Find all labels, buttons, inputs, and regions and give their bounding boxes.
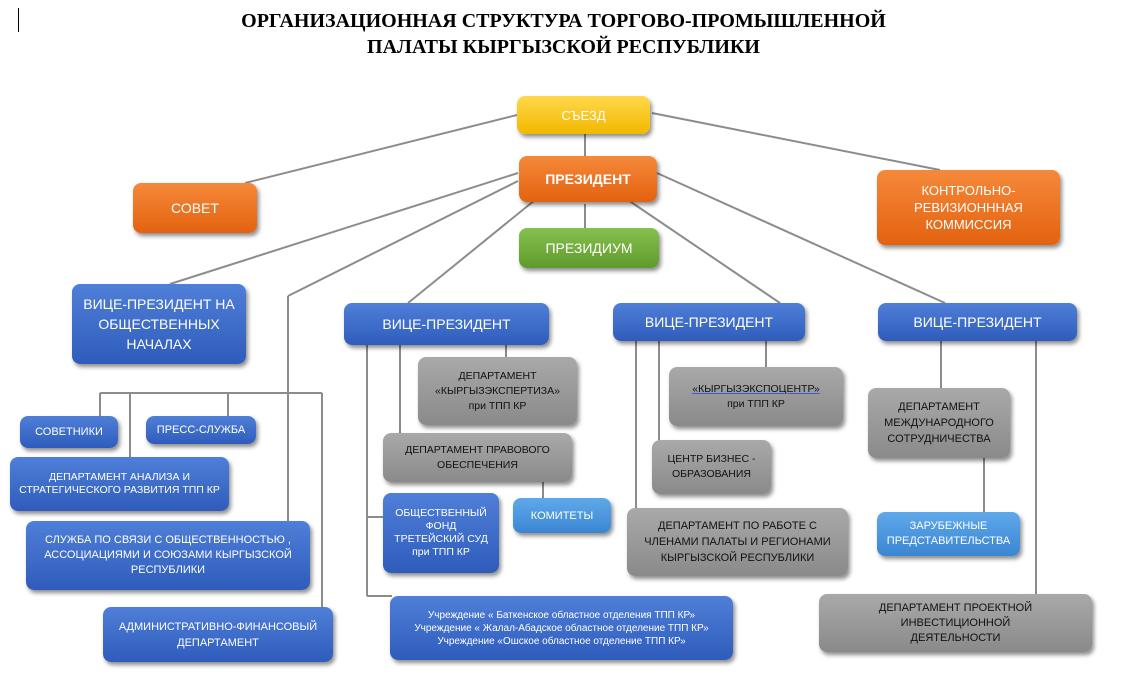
intl-cooperation-dept-line-1: ДЕПАРТАМЕНТ bbox=[898, 401, 980, 413]
foreign-reps-line-1: ЗАРУБЕЖНЫЕ bbox=[909, 520, 988, 532]
arbitration-court-line-3: ТРЕТЕЙСКИЙ СУД bbox=[394, 533, 488, 545]
audit-commission-line-2: РЕВИЗИОНННАЯ bbox=[914, 200, 1023, 215]
arbitration-court-box: ОБЩЕСТВЕННЫЙ ФОНД ТРЕТЕЙСКИЙ СУД при ТПП… bbox=[383, 493, 499, 573]
kyrgyzexpertiza-line-2: «КЫРГЫЗЭКСПЕРТИЗА» bbox=[435, 384, 560, 397]
text-cursor bbox=[18, 8, 19, 32]
pr-service-line-2: АССОЦИАЦИЯМИ И СОЮЗАМИ КЫРГЫЗСКОЙ bbox=[44, 549, 292, 561]
legal-dept-box: ДЕПАРТАМЕНТ ПРАВОВОГО ОБЕСПЕЧЕНИЯ bbox=[383, 433, 572, 482]
vp-1-box: ВИЦЕ-ПРЕЗИДЕНТ bbox=[344, 303, 549, 345]
pr-service-box: СЛУЖБА ПО СВЯЗИ С ОБЩЕСТВЕННОСТЬЮ , АССО… bbox=[26, 521, 310, 590]
audit-commission-line-3: КОММИССИЯ bbox=[925, 217, 1012, 232]
kyrgyzexpocenter-line-2: при ТПП КР bbox=[727, 397, 785, 410]
intl-cooperation-dept-line-2: МЕЖДУНАРОДНОГО bbox=[884, 417, 994, 429]
kyrgyzexpertiza-line-3: при ТПП КР bbox=[468, 399, 527, 412]
press-service-label: ПРЕСС-СЛУЖБА bbox=[156, 424, 246, 436]
title-line-2: ПАЛАТЫ КЫРГЫЗСКОЙ РЕСПУБЛИКИ bbox=[367, 36, 760, 58]
vp-volunteer-line-1: ВИЦЕ-ПРЕЗИДЕНТ НА bbox=[83, 296, 235, 312]
vp-1-label: ВИЦЕ-ПРЕЗИДЕНТ bbox=[382, 316, 511, 332]
intl-cooperation-dept-line-3: СОТРУДНИЧЕСТВА bbox=[887, 433, 991, 445]
investment-dept-line-1: ДЕПАРТАМЕНТ ПРОЕКТНОЙ ИНВЕСТИЦИОННОЙ bbox=[878, 601, 1033, 629]
kyrgyzexpertiza-line-1: ДЕПАРТАМЕНТ bbox=[458, 369, 537, 382]
president-label: ПРЕЗИДЕНТ bbox=[545, 171, 631, 187]
congress-box: СЪЕЗД bbox=[517, 96, 650, 134]
advisors-box: СОВЕТНИКИ bbox=[20, 416, 118, 448]
advisors-label: СОВЕТНИКИ bbox=[35, 426, 103, 438]
press-service-box: ПРЕСС-СЛУЖБА bbox=[146, 416, 256, 444]
vp-3-box: ВИЦЕ-ПРЕЗИДЕНТ bbox=[878, 303, 1077, 341]
analysis-dept-line-1: ДЕПАРТАМЕНТ АНАЛИЗА И bbox=[49, 471, 190, 483]
members-regions-dept-line-3: КЫРГЫЗСКОЙ РЕСПУБЛИКИ bbox=[660, 552, 815, 564]
arbitration-court-line-2: ФОНД bbox=[425, 520, 457, 532]
vp-volunteer-box: ВИЦЕ-ПРЕЗИДЕНТ НА ОБЩЕСТВЕННЫХ НАЧАЛАХ bbox=[72, 284, 246, 364]
president-box: ПРЕЗИДЕНТ bbox=[519, 156, 657, 202]
presidium-box: ПРЕЗИДИУМ bbox=[519, 228, 659, 268]
business-education-line-1: ЦЕНТР БИЗНЕС - bbox=[667, 453, 756, 465]
analysis-dept-line-2: СТРАТЕГИЧЕСКОГО РАЗВИТИЯ ТПП КР bbox=[19, 484, 220, 496]
arbitration-court-line-4: при ТПП КР bbox=[412, 546, 470, 558]
admin-fin-dept-line-2: ДЕПАРТАМЕНТ bbox=[177, 636, 259, 649]
members-regions-dept-box: ДЕПАРТАМЕНТ ПО РАБОТЕ С ЧЛЕНАМИ ПАЛАТЫ И… bbox=[627, 508, 848, 576]
regional-branch-jalal-abad: Учреждение « Жалал-Абадское областное от… bbox=[414, 622, 709, 634]
members-regions-dept-line-2: ЧЛЕНАМИ ПАЛАТЫ И РЕГИОНАМИ bbox=[644, 536, 831, 548]
regional-branches-box: Учреждение « Баткенское областное отделе… bbox=[390, 596, 733, 660]
arbitration-court-line-1: ОБЩЕСТВЕННЫЙ bbox=[395, 507, 487, 519]
congress-label: СЪЕЗД bbox=[561, 107, 606, 123]
intl-cooperation-dept-box: ДЕПАРТАМЕНТ МЕЖДУНАРОДНОГО СОТРУДНИЧЕСТВ… bbox=[868, 388, 1010, 458]
committees-box: КОМИТЕТЫ bbox=[513, 498, 611, 533]
kyrgyzexpocenter-line-1: «КЫРГЫЗЭКСПОЦЕНТР» bbox=[692, 382, 820, 395]
council-box: СОВЕТ bbox=[133, 183, 257, 233]
foreign-reps-box: ЗАРУБЕЖНЫЕ ПРЕДСТАВИТЕЛЬСТВА bbox=[877, 512, 1020, 556]
vp-volunteer-line-3: НАЧАЛАХ bbox=[126, 336, 192, 352]
members-regions-dept-line-1: ДЕПАРТАМЕНТ ПО РАБОТЕ С bbox=[658, 520, 817, 532]
admin-fin-dept-box: АДМИНИСТРАТИВНО-ФИНАНСОВЫЙ ДЕПАРТАМЕНТ bbox=[103, 607, 333, 662]
kyrgyzexpocenter-box: «КЫРГЫЗЭКСПОЦЕНТР» при ТПП КР bbox=[669, 367, 843, 426]
committees-label: КОМИТЕТЫ bbox=[530, 509, 594, 522]
analysis-dept-box: ДЕПАРТАМЕНТ АНАЛИЗА И СТРАТЕГИЧЕСКОГО РА… bbox=[10, 457, 229, 511]
pr-service-line-1: СЛУЖБА ПО СВЯЗИ С ОБЩЕСТВЕННОСТЬЮ , bbox=[45, 534, 291, 546]
investment-dept-box: ДЕПАРТАМЕНТ ПРОЕКТНОЙ ИНВЕСТИЦИОННОЙ ДЕЯ… bbox=[819, 594, 1092, 652]
vp-3-label: ВИЦЕ-ПРЕЗИДЕНТ bbox=[913, 314, 1042, 330]
investment-dept-line-2: ДЕЯТЕЛЬНОСТИ bbox=[910, 631, 1001, 644]
regional-branch-osh: Учреждение «Ошское областное отделение Т… bbox=[437, 635, 686, 647]
pr-service-line-3: РЕСПУБЛИКИ bbox=[130, 564, 206, 576]
business-education-box: ЦЕНТР БИЗНЕС - ОБРАЗОВАНИЯ bbox=[652, 440, 771, 494]
vp-2-label: ВИЦЕ-ПРЕЗИДЕНТ bbox=[644, 314, 774, 330]
kyrgyzexpertiza-box: ДЕПАРТАМЕНТ «КЫРГЫЗЭКСПЕРТИЗА» при ТПП К… bbox=[418, 357, 577, 425]
audit-commission-line-1: КОНТРОЛЬНО- bbox=[921, 183, 1016, 198]
vp-volunteer-line-2: ОБЩЕСТВЕННЫХ bbox=[98, 316, 220, 332]
business-education-line-2: ОБРАЗОВАНИЯ bbox=[671, 468, 751, 480]
legal-dept-line-1: ДЕПАРТАМЕНТ ПРАВОВОГО bbox=[405, 443, 550, 456]
page-title: ОРГАНИЗАЦИОННАЯ СТРУКТУРА ТОРГОВО-ПРОМЫШ… bbox=[0, 8, 1127, 60]
presidium-label: ПРЕЗИДИУМ bbox=[545, 240, 633, 256]
council-label: СОВЕТ bbox=[171, 200, 219, 216]
regional-branch-batken: Учреждение « Баткенское областное отделе… bbox=[427, 609, 696, 621]
title-line-1: ОРГАНИЗАЦИОННАЯ СТРУКТУРА ТОРГОВО-ПРОМЫШ… bbox=[241, 10, 886, 32]
admin-fin-dept-line-1: АДМИНИСТРАТИВНО-ФИНАНСОВЫЙ bbox=[118, 620, 318, 633]
vp-2-box: ВИЦЕ-ПРЕЗИДЕНТ bbox=[613, 303, 805, 341]
foreign-reps-line-2: ПРЕДСТАВИТЕЛЬСТВА bbox=[886, 535, 1011, 547]
audit-commission-box: КОНТРОЛЬНО- РЕВИЗИОНННАЯ КОММИССИЯ bbox=[877, 170, 1060, 245]
legal-dept-line-2: ОБЕСПЕЧЕНИЯ bbox=[437, 458, 518, 471]
